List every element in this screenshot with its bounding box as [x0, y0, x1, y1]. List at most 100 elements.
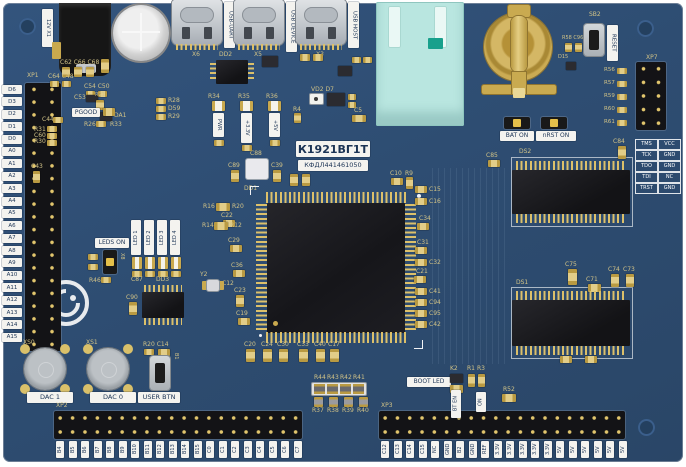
- c84-ref: C84: [613, 138, 625, 145]
- r44-ref: R44: [314, 374, 326, 381]
- mcu-pin1-dot: [273, 321, 278, 326]
- cap-group-ref: C62 C66 C68: [60, 59, 100, 66]
- ds1-chip[interactable]: [512, 300, 630, 346]
- r34-ref: R34: [208, 93, 220, 100]
- c73-ref: C73: [623, 266, 635, 273]
- b1-ref: B1: [173, 353, 179, 360]
- smd-component: [565, 43, 572, 52]
- xp3-pin-label: GND: [468, 441, 477, 458]
- battery-clip-tab: [508, 5, 530, 17]
- smd-component: [98, 91, 107, 97]
- smd-component: [171, 271, 181, 277]
- smd-component: [415, 288, 427, 295]
- battery-clip: [511, 16, 527, 72]
- xp1-pin-label: A9: [2, 258, 22, 268]
- r38-ref: R38: [327, 407, 339, 414]
- r40-ref: R40: [357, 407, 369, 414]
- smd-component: [238, 318, 250, 325]
- jtag-pin-name: TDI: [635, 172, 658, 183]
- reset-button[interactable]: [584, 24, 604, 56]
- c94-ref: C94: [429, 299, 441, 306]
- resistor-body: [616, 93, 627, 100]
- smd-component: [231, 170, 239, 182]
- mcu-chip[interactable]: [267, 203, 405, 333]
- xp3-pin-label: 3.3V: [543, 441, 552, 458]
- xs0-ref: XS0: [23, 339, 35, 346]
- usb-host-connector[interactable]: [296, 0, 346, 45]
- dac0-connector[interactable]: [83, 344, 133, 394]
- r42-ref: R42: [340, 374, 352, 381]
- xp3-pin-label: 5V: [593, 441, 602, 458]
- smd-component: [230, 245, 242, 252]
- c16-ref: C16: [429, 198, 441, 205]
- vd2-d7-ref: VD2 D7: [311, 86, 334, 93]
- pwr-label: PWR: [213, 113, 224, 137]
- c20-ref: C20: [244, 341, 256, 348]
- ds1-pins: [516, 291, 626, 300]
- r30-ref: R30: [34, 138, 46, 145]
- xp1-header[interactable]: [25, 83, 61, 351]
- led-component: [132, 257, 142, 269]
- jtag-resistor: R59: [604, 90, 627, 103]
- smd-component: [391, 178, 403, 185]
- smd-component: [415, 259, 427, 266]
- smd-component: [302, 174, 310, 186]
- jtag-pinout-row: TDO GND: [635, 161, 681, 172]
- c39-ref: C39: [271, 162, 283, 169]
- c40-ref: C40: [314, 341, 326, 348]
- ethernet-jack[interactable]: [376, 2, 464, 126]
- silk-corner: [414, 340, 423, 349]
- c33-ref: C33: [297, 341, 309, 348]
- resistor-body: [616, 80, 627, 87]
- xp3-pin-label: C14: [406, 441, 414, 458]
- xp3-pin-label: GND: [443, 441, 452, 458]
- v5-led: [268, 101, 281, 111]
- r29-ref: R29: [168, 113, 180, 120]
- jumper-cap: [106, 258, 114, 266]
- usb-device-connector[interactable]: [234, 0, 284, 45]
- cap-group-ref: C54 C50: [84, 83, 110, 90]
- xp3-pin-label: 3.3V: [531, 441, 539, 458]
- xp2-pin-label: B15: [193, 441, 202, 458]
- c42-ref: C42: [429, 321, 441, 328]
- bat-on-jumper[interactable]: [504, 117, 530, 129]
- resistor-ref: R59: [604, 92, 615, 99]
- xp3-pin-label: 3.3V: [518, 441, 527, 458]
- xp3-pin-label: C13: [393, 441, 402, 458]
- smd-component: [88, 264, 98, 270]
- usb-uart-connector[interactable]: [172, 0, 222, 45]
- xp2-header[interactable]: [54, 411, 302, 439]
- mcu-pins-top: [266, 192, 406, 203]
- leds-on-jumper[interactable]: [103, 250, 117, 274]
- xp1-pin-label: A8: [2, 246, 22, 256]
- jtag-header[interactable]: [636, 62, 666, 130]
- r33-ref: R33: [110, 121, 122, 128]
- user-button[interactable]: [150, 356, 170, 390]
- xp1-pin-label: D0: [2, 134, 22, 144]
- xp2-pin-label: B14: [181, 441, 189, 458]
- ds2-chip[interactable]: [512, 170, 630, 214]
- led-label: LED 4: [170, 220, 180, 255]
- jtag-pinout-row: TMS VCC: [635, 139, 681, 150]
- smd-component: [101, 277, 111, 283]
- r16-ref: R16: [203, 203, 215, 210]
- resistor-body: [616, 119, 627, 126]
- smd-component: [50, 81, 59, 87]
- led-component: [171, 257, 181, 269]
- smd-component: [417, 223, 429, 230]
- smd-component: [314, 397, 323, 407]
- c17-ref: C17: [328, 341, 340, 348]
- xp1-pin-label: D2: [2, 109, 22, 119]
- smd-component: [450, 374, 463, 383]
- jtag-resistor: R61: [604, 116, 627, 129]
- jack-pin: [52, 42, 61, 59]
- c90-ref: C90: [126, 294, 138, 301]
- ds2-pins: [516, 214, 626, 223]
- xp3-header[interactable]: [379, 411, 625, 439]
- crystal-y2: [202, 279, 224, 292]
- dac1-connector[interactable]: [20, 344, 70, 394]
- smd-component: [273, 170, 281, 182]
- nrst-on-jumper[interactable]: [541, 117, 567, 129]
- c44-ref: C44: [42, 116, 54, 123]
